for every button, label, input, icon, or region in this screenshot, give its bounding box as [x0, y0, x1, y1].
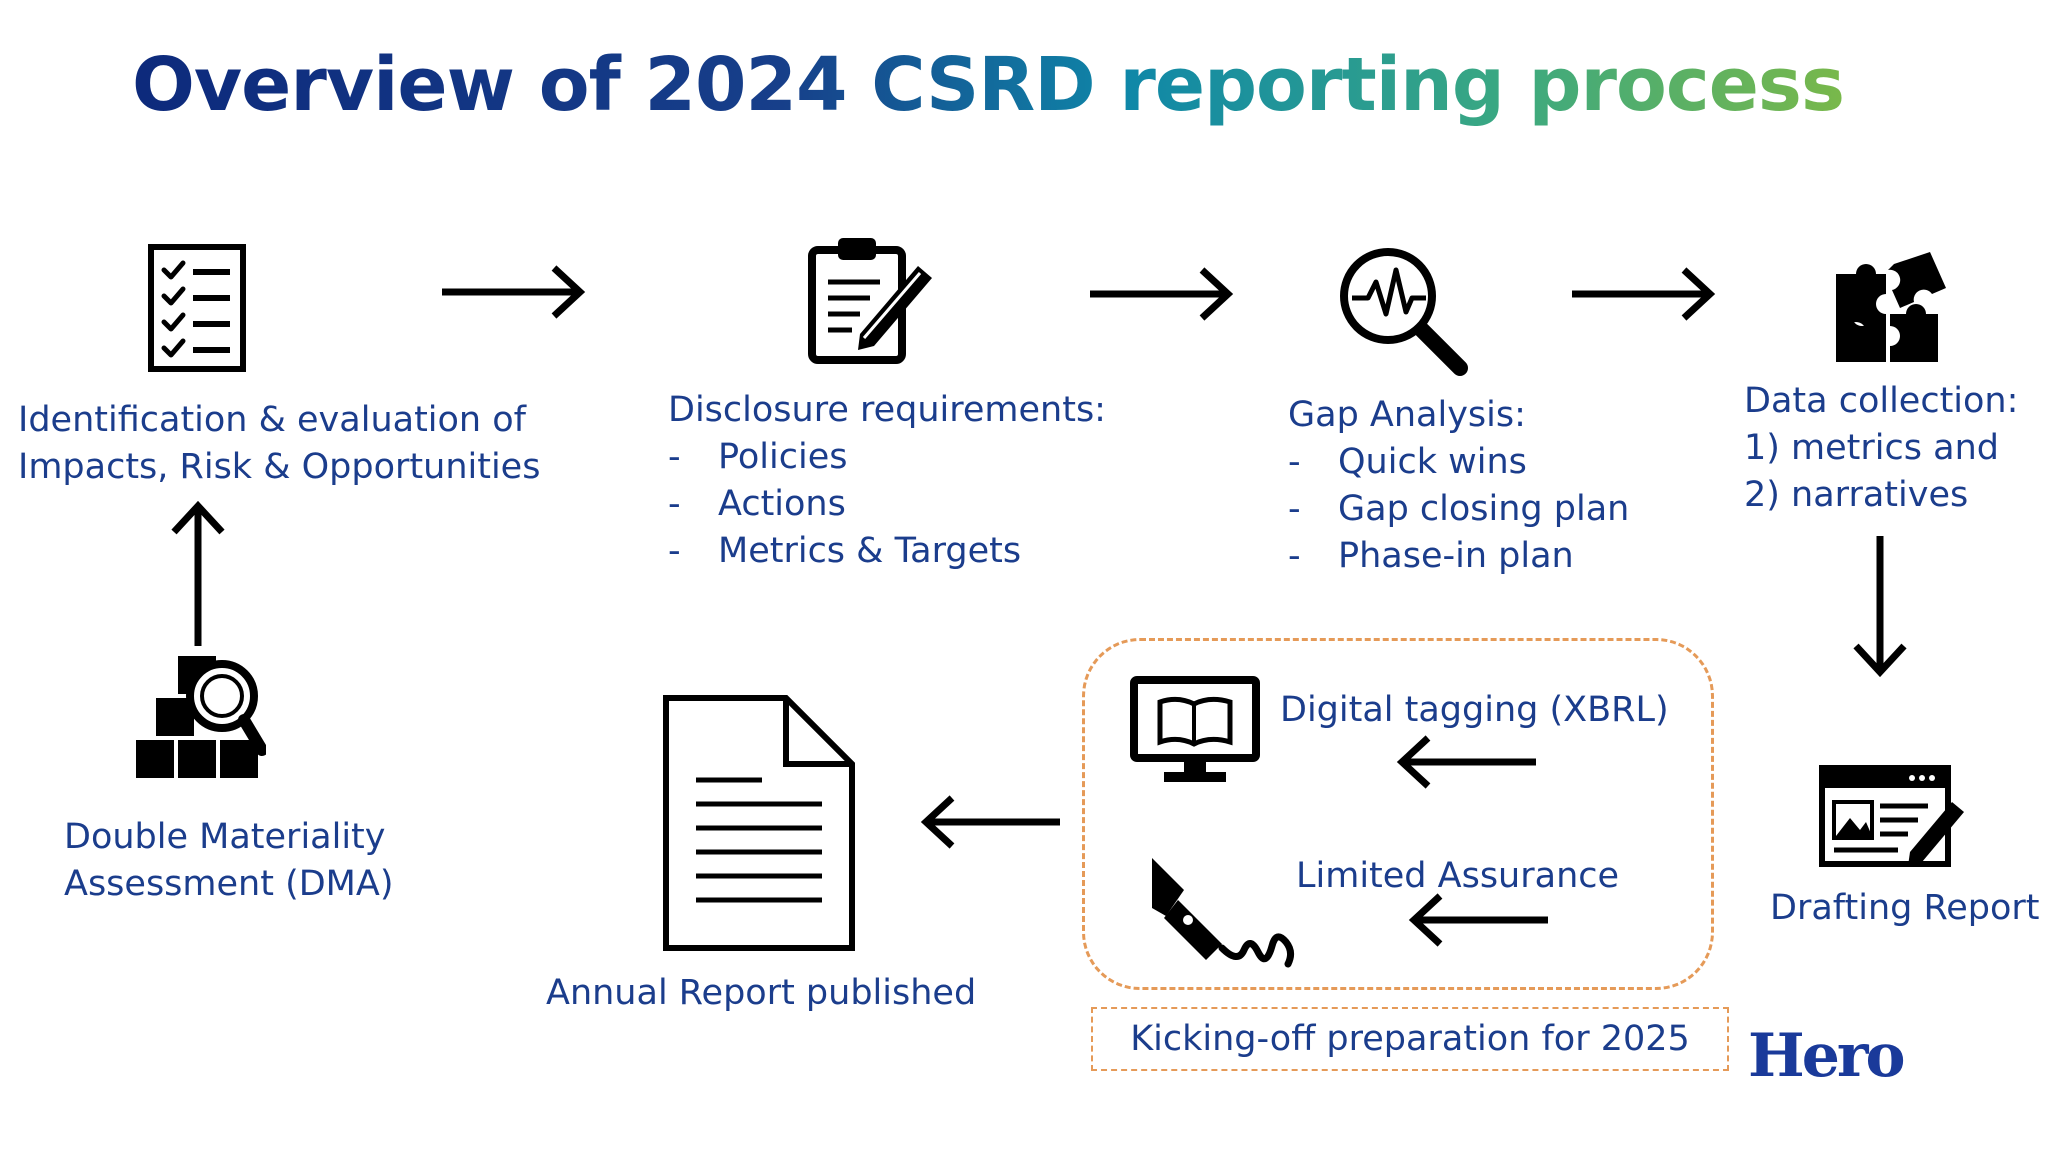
arrow-left-publish	[920, 795, 1060, 849]
arrow-right-2	[1090, 267, 1234, 321]
disclosure-heading: Disclosure requirements:	[668, 390, 1106, 430]
post-publication-box	[1082, 638, 1714, 990]
boxes-magnifier-icon	[136, 656, 266, 778]
arrow-left-xbrl	[1396, 735, 1536, 789]
puzzle-icon	[1836, 252, 1946, 362]
assurance-label: Limited Assurance	[1296, 856, 1620, 896]
drafting-label: Drafting Report	[1770, 888, 2040, 928]
list-item: -Quick wins	[1288, 442, 1527, 482]
list-item: -Metrics & Targets	[668, 531, 1022, 571]
arrow-right-1	[442, 265, 586, 319]
arrow-left-assurance	[1408, 893, 1548, 947]
clipboard-pen-icon	[808, 238, 932, 364]
document-icon	[663, 695, 855, 951]
gap-label: Gap Analysis: -Quick wins -Gap closing p…	[1288, 392, 1629, 580]
kickoff-box: Kicking-off preparation for 2025	[1091, 1007, 1729, 1071]
browser-window-pen-icon	[1819, 765, 1964, 867]
gap-heading: Gap Analysis:	[1288, 395, 1526, 435]
published-label: Annual Report published	[546, 973, 977, 1013]
data-collection-label: Data collection: 1) metrics and 2) narra…	[1744, 381, 2019, 515]
list-item: -Actions	[668, 484, 846, 524]
checklist-icon	[148, 244, 246, 372]
dma-label: Double Materiality Assessment (DMA)	[64, 817, 394, 904]
list-item: -Policies	[668, 437, 848, 477]
list-item: -Gap closing plan	[1288, 489, 1630, 529]
arrow-up	[171, 500, 225, 646]
arrow-right-3	[1572, 267, 1716, 321]
magnifier-pulse-icon	[1340, 248, 1468, 376]
page-title: Overview of 2024 CSRD reporting process	[132, 42, 1845, 128]
brand-logo: Hero	[1748, 1021, 1905, 1091]
disclosure-label: Disclosure requirements: -Policies -Acti…	[668, 387, 1106, 575]
list-item: -Phase-in plan	[1288, 536, 1574, 576]
fountain-pen-signature-icon	[1152, 858, 1295, 968]
monitor-book-icon	[1130, 676, 1260, 782]
tagging-label: Digital tagging (XBRL)	[1280, 690, 1669, 730]
arrow-down	[1853, 536, 1907, 678]
iro-label: Identification & evaluation of Impacts, …	[18, 400, 541, 487]
